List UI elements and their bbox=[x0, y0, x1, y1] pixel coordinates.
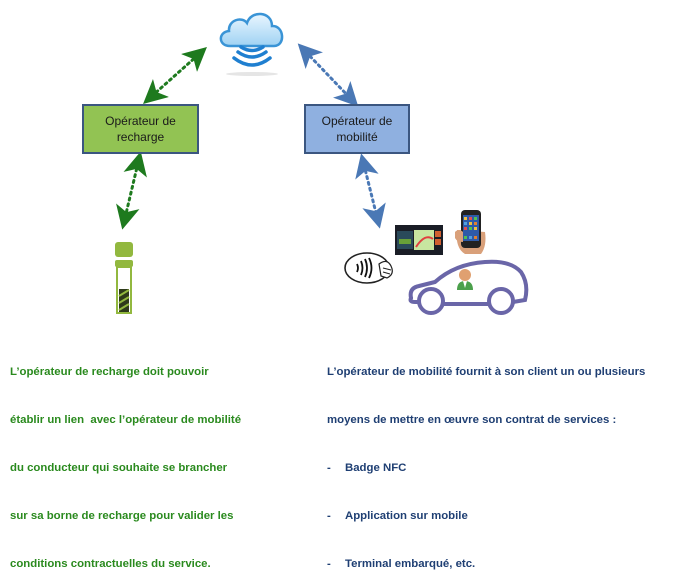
link-cloud-charging-operator bbox=[116, 43, 386, 230]
mobility-operator-label-line2: mobilité bbox=[336, 130, 378, 144]
arrow-charging-station bbox=[116, 151, 147, 230]
left-text-line: L’opérateur de recharge doit pouvoir bbox=[10, 366, 209, 378]
mobility-operator-label-line1: Opérateur de bbox=[321, 114, 393, 128]
left-text-line: du conducteur qui souhaite se brancher bbox=[10, 462, 228, 474]
arrow-mobility-car bbox=[355, 153, 386, 229]
smartphone-icon bbox=[455, 210, 486, 254]
charging-operator-label-line1: Opérateur de bbox=[105, 114, 176, 128]
left-text-line: conditions contractuelles du service. bbox=[10, 558, 211, 570]
arrow-cloud-charging bbox=[143, 47, 207, 104]
charging-operator-box: Opérateur de recharge bbox=[82, 104, 199, 154]
onboard-terminal-icon bbox=[395, 225, 443, 255]
nfc-badge-icon bbox=[344, 252, 393, 284]
charging-operator-description: L’opérateur de recharge doit pouvoir éta… bbox=[10, 332, 241, 588]
driver-avatar bbox=[457, 269, 473, 290]
bullet-text: Badge NFC bbox=[345, 462, 407, 474]
bullet-item: - Application sur mobile bbox=[327, 508, 645, 524]
bullet-text: Application sur mobile bbox=[345, 510, 468, 522]
bullet-dash: - bbox=[327, 462, 331, 474]
cloud-wireless-icon bbox=[219, 12, 284, 76]
bullet-dash: - bbox=[327, 510, 331, 522]
mobility-operator-description: L’opérateur de mobilité fournit à son cl… bbox=[327, 332, 645, 588]
bullet-dash: - bbox=[327, 558, 331, 570]
bullet-item: - Terminal embarqué, etc. bbox=[327, 556, 645, 572]
arrow-cloud-mobility bbox=[297, 43, 359, 107]
right-text-line: moyens de mettre en œuvre son contrat de… bbox=[327, 414, 617, 426]
charging-operator-label-line2: recharge bbox=[116, 130, 165, 144]
car-with-driver-icon bbox=[408, 259, 529, 315]
mobility-operator-box: Opérateur de mobilité bbox=[304, 104, 410, 154]
bullet-text: Terminal embarqué, etc. bbox=[345, 558, 476, 570]
bullet-item: - Badge NFC bbox=[327, 460, 645, 476]
left-text-line: établir un lien avec l’opérateur de mobi… bbox=[10, 414, 242, 426]
left-text-line: sur sa borne de recharge pour valider le… bbox=[10, 510, 234, 522]
right-text-line: L’opérateur de mobilité fournit à son cl… bbox=[327, 366, 646, 378]
charging-station-icon bbox=[115, 242, 133, 314]
